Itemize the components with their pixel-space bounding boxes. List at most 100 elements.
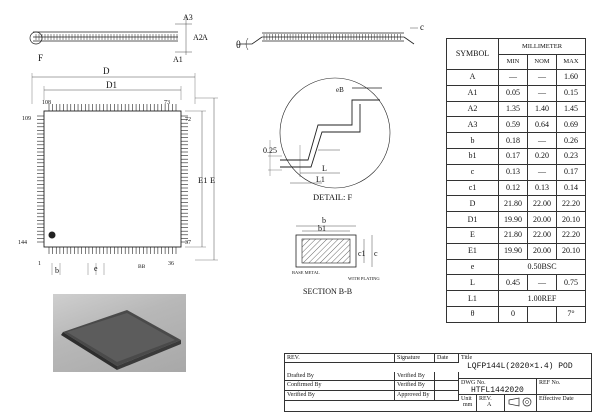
- table-row-l-symbol: L: [446, 274, 499, 292]
- table-cell-sym: A3: [446, 116, 499, 134]
- table-cell-nom: 22.00: [527, 226, 557, 244]
- table-cell-min: 21.80: [498, 226, 528, 244]
- table-cell-nom: —: [527, 69, 557, 86]
- section-bb-caption: SECTION B-B: [303, 287, 352, 296]
- tb-dwg-no: DWG No. HTFL1442020: [459, 379, 537, 395]
- table-cell-nom: 0.20: [527, 147, 557, 165]
- section-bb: [295, 225, 373, 268]
- table-cell-max: 20.10: [556, 242, 586, 260]
- label-a2: A2: [193, 33, 203, 42]
- table-cell-nom: —: [527, 163, 557, 181]
- table-cell-max: 0.14: [556, 179, 586, 197]
- label-e1: E1: [198, 175, 207, 185]
- table-col-nom: NOM: [527, 54, 557, 70]
- tb-approved-by: Approved By: [395, 391, 435, 401]
- tb-rev-value: A: [487, 402, 492, 408]
- pin-108: 108: [42, 100, 51, 106]
- detail-f-caption: DETAIL: F: [313, 192, 352, 202]
- table-cell-max: 0.23: [556, 147, 586, 165]
- table-cell-sym: A: [446, 69, 499, 86]
- label-c-end: c: [420, 22, 424, 32]
- pin-36: 36: [168, 261, 174, 267]
- table-cell-nom: 1.40: [527, 100, 557, 118]
- table-cell-min: 0.17: [498, 147, 528, 165]
- package-photo: [53, 294, 186, 372]
- tb-confirmed-by: Confirmed By: [285, 381, 395, 391]
- table-cell-max: 1.60: [556, 69, 586, 86]
- table-cell-sym: c: [446, 163, 499, 181]
- table-cell-nom: 20.00: [527, 211, 557, 228]
- table-symbol-header: SYMBOL: [446, 38, 499, 70]
- tb-blank-1: [435, 372, 459, 381]
- table-cell-sym: A2: [446, 100, 499, 118]
- pin-144: 144: [18, 240, 27, 246]
- table-cell-sym: E: [446, 226, 499, 244]
- top-view: [31, 73, 218, 275]
- title-block: REV. Signature Date Drafted By Verified …: [284, 353, 592, 412]
- table-cell-max: 20.10: [556, 211, 586, 228]
- tb-verified-by: Verified By: [395, 372, 435, 381]
- tb-unit: Unit mm: [459, 395, 477, 411]
- table-cell-sym: b: [446, 132, 499, 149]
- table-cell-min: —: [498, 69, 528, 86]
- tb-date: Date: [435, 354, 459, 363]
- table-row-e-value: 0.50BSC: [498, 258, 586, 276]
- label-e: E: [210, 175, 215, 185]
- table-cell-max: 0.69: [556, 116, 586, 134]
- table-cell-nom: 0.13: [527, 179, 557, 197]
- tb-rev-label: REV.: [479, 396, 492, 402]
- table-cell-sym: E1: [446, 242, 499, 260]
- table-cell-sym: D: [446, 195, 499, 213]
- pin-73: 73: [164, 100, 170, 106]
- table-cell-nom: —: [527, 84, 557, 102]
- table-row-l1-value: 1.00REF: [498, 290, 586, 307]
- table-cell-max: 0.15: [556, 84, 586, 102]
- pin-37: 37: [185, 240, 191, 246]
- detail-f: [268, 77, 391, 189]
- pin-1: 1: [38, 261, 41, 267]
- table-cell-min: 19.90: [498, 242, 528, 260]
- tb-blank-3: [435, 391, 459, 401]
- table-cell-sym: c1: [446, 179, 499, 197]
- pin-109: 109: [22, 116, 31, 122]
- tb-title-label: Title: [461, 355, 473, 361]
- table-cell-min: 21.80: [498, 195, 528, 213]
- tb-blank-2: [435, 381, 459, 391]
- table-cell-max: 0.26: [556, 132, 586, 149]
- table-row-e-symbol: e: [446, 258, 499, 276]
- table-col-max: MAX: [556, 54, 586, 70]
- tb-title-value: LQFP144L(2020×1.4) POD: [467, 362, 573, 371]
- tb-dwg-no-label: DWG No.: [461, 380, 486, 386]
- label-l1: L1: [316, 175, 325, 184]
- table-cell-min: 0.05: [498, 84, 528, 102]
- label-b-top: b: [55, 266, 59, 275]
- tb-unit-label: Unit: [461, 396, 472, 402]
- label-l: L: [322, 164, 327, 173]
- label-b1-section: b1: [318, 224, 326, 233]
- tb-rev: REV.: [285, 354, 395, 363]
- package-photo-chip: [61, 310, 181, 370]
- table-cell-min: 0.13: [498, 163, 528, 181]
- table-row-l-nom: —: [527, 274, 557, 292]
- table-cell-sym: D1: [446, 211, 499, 228]
- tb-projection-symbol: [505, 395, 537, 411]
- tb-title: Title LQFP144L(2020×1.4) POD: [459, 354, 591, 379]
- tb-verified-by-2: Verified By: [395, 381, 435, 391]
- label-d: D: [103, 66, 110, 76]
- tb-effective-date: Effective Date: [539, 396, 574, 402]
- label-b-section: b: [322, 216, 326, 225]
- label-with-plating: WITH PLATING: [348, 276, 380, 281]
- table-row-theta-nom: [527, 305, 557, 323]
- table-cell-sym: A1: [446, 84, 499, 102]
- tb-dwg-no-value: HTFL1442020: [471, 386, 524, 395]
